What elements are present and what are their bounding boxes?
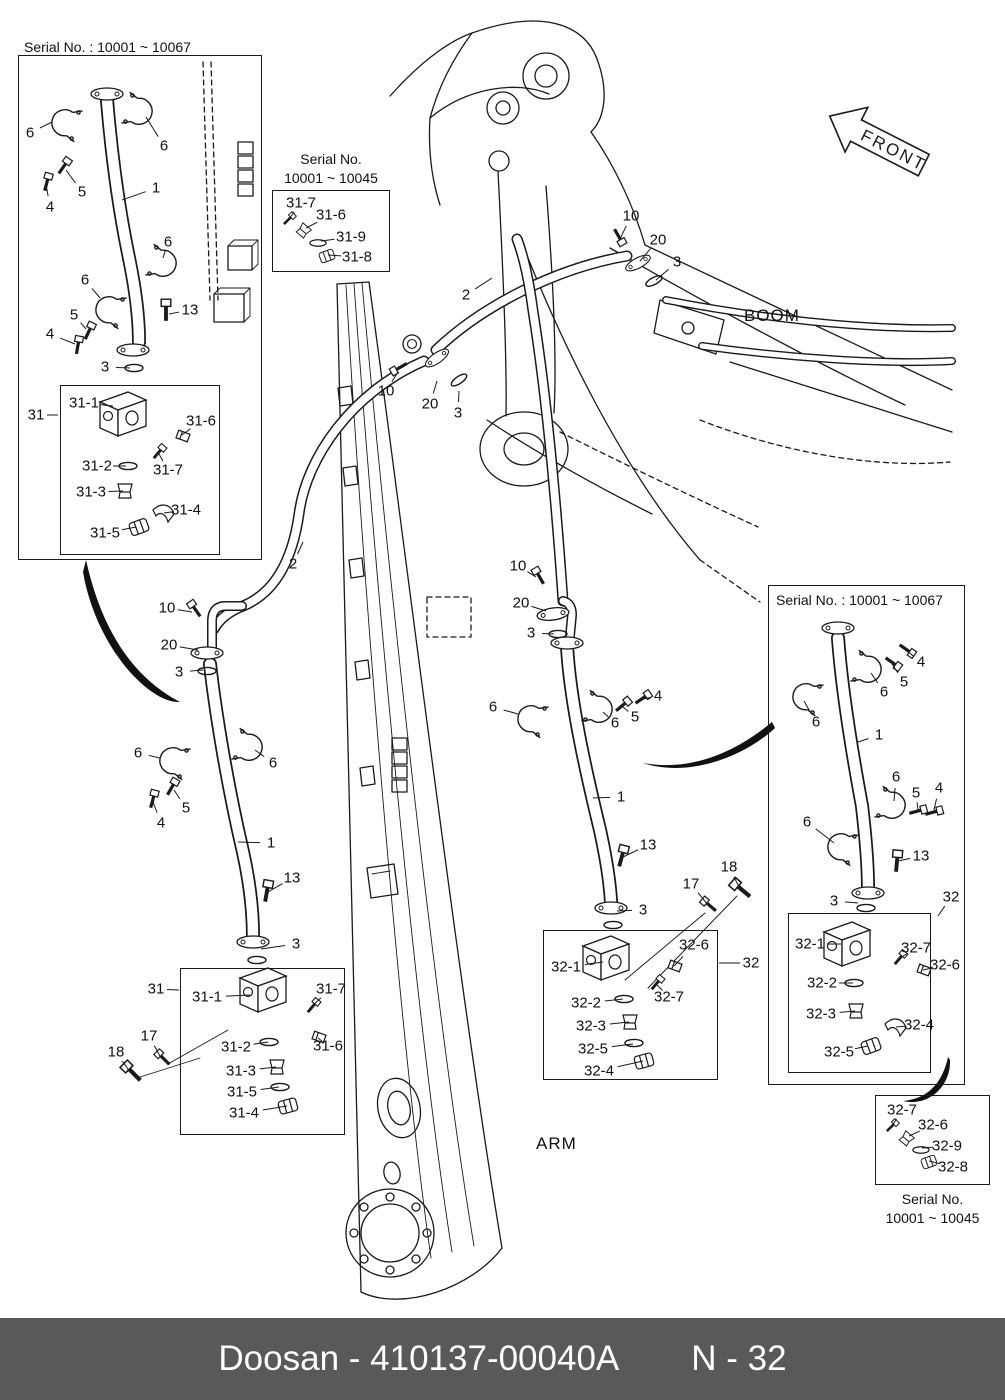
- swoosh-connector: [903, 1057, 951, 1103]
- detail-32-box: [875, 1095, 990, 1185]
- swoosh-connector: [643, 722, 775, 768]
- footer-page-number: N - 32: [691, 1339, 787, 1378]
- callout-leader-lines: [39, 116, 946, 1165]
- serial-title-detail-32: Serial No. 10001 ~ 10045: [870, 1190, 995, 1228]
- serial-title-line: 10001 ~ 10045: [284, 169, 378, 186]
- serial-title-line: Serial No.: [901, 1191, 964, 1207]
- boom-label: BOOM: [744, 306, 800, 325]
- detail-31-box: [272, 190, 390, 272]
- valve-31-main-box: [180, 968, 345, 1135]
- serial-title-line: Serial No.: [300, 151, 362, 167]
- footer: Doosan - 410137-00040A N - 32: [0, 1318, 1005, 1400]
- structure-lines: [136, 20, 953, 1300]
- fitting-parts: [40, 87, 945, 1170]
- arm-label: ARM: [536, 1134, 577, 1153]
- swoosh-connector: [83, 560, 180, 703]
- valve-32-inset-box: [788, 913, 931, 1073]
- serial-title-top-left: Serial No. : 10001 ~ 10067: [24, 39, 191, 55]
- serial-title-line: 10001 ~ 10045: [885, 1209, 980, 1226]
- serial-box-top-left: [18, 55, 262, 560]
- valve-31-inset-box: [60, 385, 220, 555]
- serial-title-detail-31: Serial No. 10001 ~ 10045: [272, 150, 390, 188]
- serial-title-right: Serial No. : 10001 ~ 10067: [776, 592, 943, 608]
- serial-box-right: [768, 585, 965, 1085]
- footer-part-number: Doosan - 410137-00040A: [218, 1339, 620, 1378]
- valve-32-main-box: [543, 930, 718, 1080]
- front-arrow: FRONT: [828, 106, 931, 177]
- hydraulic-pipes: [100, 93, 956, 943]
